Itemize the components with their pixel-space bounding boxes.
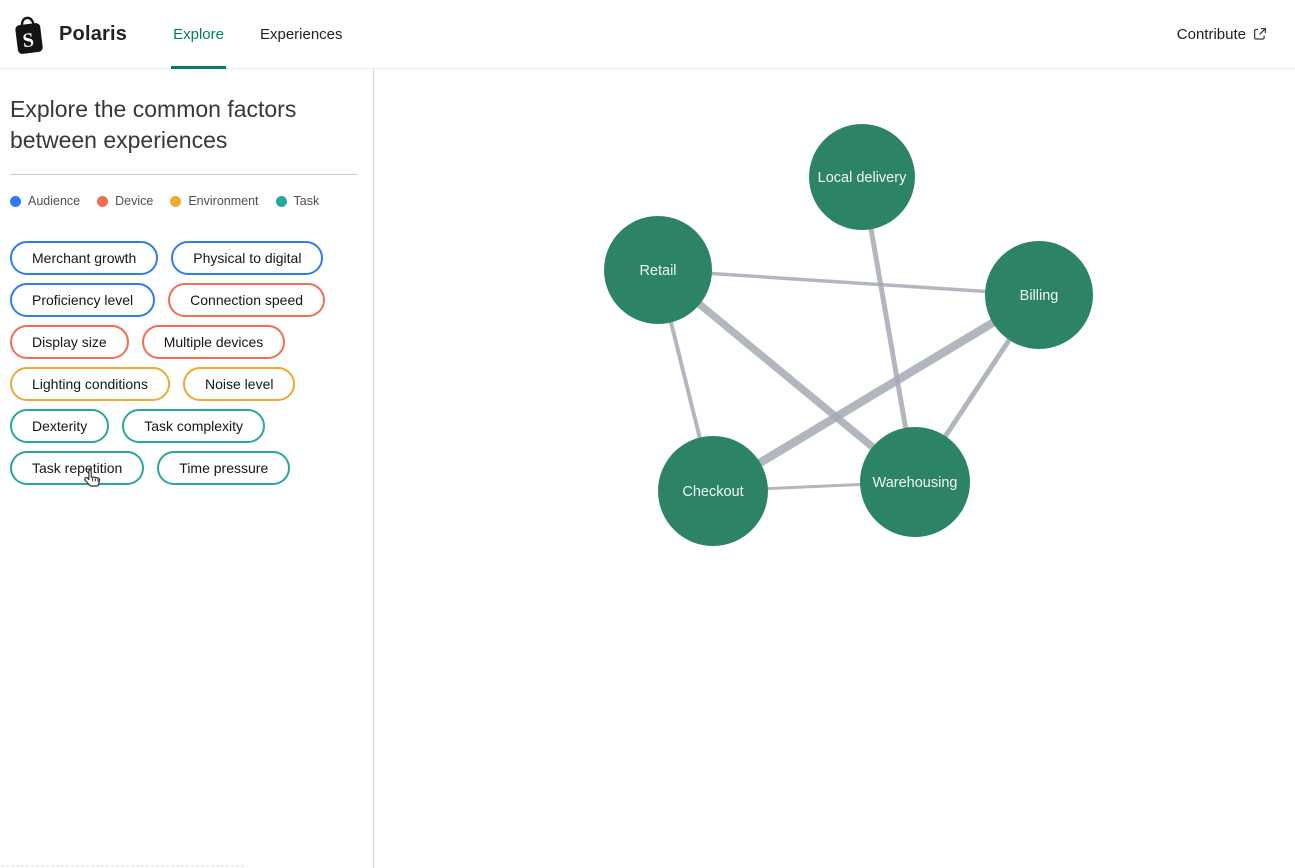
graph-edge-retail-warehousing	[654, 266, 919, 486]
clipped-content-strip	[0, 864, 247, 868]
external-link-icon	[1253, 27, 1267, 41]
svg-text:S: S	[21, 29, 35, 52]
tab-explore[interactable]: Explore	[171, 0, 226, 69]
category-legend: Audience Device Environment Task	[10, 194, 357, 208]
factor-pill-multiple-devices[interactable]: Multiple devices	[141, 325, 286, 359]
factor-pill-time-pressure[interactable]: Time pressure	[157, 451, 291, 485]
legend-item-device: Device	[97, 194, 153, 208]
brand: S Polaris	[10, 12, 127, 56]
experience-graph: Local deliveryRetailBillingCheckoutWareh…	[604, 124, 1093, 546]
legend-dot-device	[97, 195, 109, 207]
factor-pill-proficiency-level[interactable]: Proficiency level	[10, 283, 156, 317]
legend-item-audience: Audience	[10, 194, 80, 208]
legend-label: Audience	[28, 194, 81, 208]
graph-node-billing[interactable]	[985, 241, 1093, 349]
graph-edge-retail-billing	[656, 268, 1041, 297]
legend-label: Task	[293, 194, 320, 208]
top-nav: S Polaris Explore Experiences Contribute	[0, 0, 1295, 69]
graph-node-retail[interactable]	[604, 216, 712, 324]
shopify-logo-icon: S	[10, 12, 48, 56]
sidebar: Explore the common factors between exper…	[0, 69, 374, 868]
graph-edge-billing-checkout	[708, 290, 1044, 496]
legend-item-environment: Environment	[170, 194, 259, 208]
contribute-label: Contribute	[1176, 25, 1246, 43]
factor-pill-physical-to-digital[interactable]: Physical to digital	[171, 241, 324, 275]
factor-pill-merchant-growth[interactable]: Merchant growth	[10, 241, 159, 275]
tab-experiences[interactable]: Experiences	[260, 0, 343, 69]
factor-pill-task-complexity[interactable]: Task complexity	[122, 409, 266, 443]
page-title: Explore the common factors between exper…	[10, 96, 297, 153]
legend-label: Environment	[188, 194, 259, 208]
primary-tabs: Explore Experiences	[155, 0, 360, 69]
legend-item-task: Task	[275, 194, 320, 208]
contribute-link[interactable]: Contribute	[1177, 26, 1267, 43]
factor-pill-display-size[interactable]: Display size	[10, 325, 129, 359]
brand-name: Polaris	[59, 22, 128, 45]
legend-dot-environment	[170, 195, 182, 207]
graph-node-warehousing[interactable]	[860, 427, 970, 537]
factor-pill-lighting-conditions[interactable]: Lighting conditions	[10, 367, 170, 401]
legend-label: Device	[115, 194, 154, 208]
factor-pill-dexterity[interactable]: Dexterity	[10, 409, 110, 443]
legend-dot-audience	[10, 195, 21, 207]
graph-node-checkout[interactable]	[658, 436, 768, 546]
factor-pill-noise-level[interactable]: Noise level	[182, 367, 296, 401]
factor-pill-connection-speed[interactable]: Connection speed	[168, 283, 326, 317]
graph-node-local-delivery[interactable]	[809, 124, 915, 230]
divider	[10, 174, 357, 175]
factor-pill-task-repetition[interactable]: Task repetition	[10, 451, 145, 485]
legend-dot-task	[275, 195, 287, 207]
